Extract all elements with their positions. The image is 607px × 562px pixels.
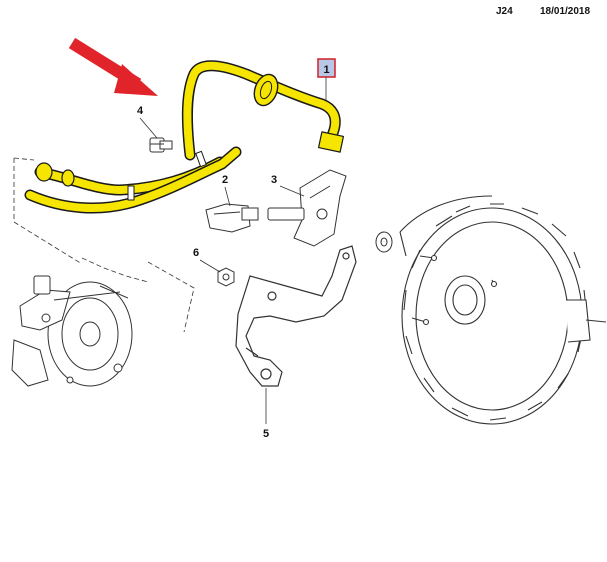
callout-1[interactable]: 1: [317, 58, 336, 100]
callout-4[interactable]: 4: [137, 105, 158, 139]
brake-booster: [399, 195, 607, 425]
sensor-part-2: [205, 203, 259, 233]
callout-2[interactable]: 2: [222, 174, 231, 207]
svg-text:6: 6: [193, 247, 199, 259]
svg-text:4: 4: [137, 105, 144, 117]
nut-part-6: [217, 267, 235, 287]
valve-bracket-part-3: [267, 169, 347, 247]
callout-5[interactable]: 5: [263, 388, 269, 440]
vacuum-pump: [11, 275, 133, 387]
bracket-part-5: [235, 245, 357, 387]
svg-text:3: 3: [271, 174, 277, 186]
pump-assembly-outline: [13, 157, 195, 333]
vacuum-hose: [24, 60, 345, 214]
diagram-ref: J24: [496, 6, 513, 17]
clip-part-4: [149, 137, 173, 153]
svg-text:5: 5: [263, 428, 269, 440]
red-arrow-icon: [68, 37, 158, 96]
callout-6[interactable]: 6: [193, 247, 221, 273]
gasket: [375, 231, 393, 253]
svg-text:2: 2: [222, 174, 228, 186]
diagram-date: 18/01/2018: [540, 6, 591, 17]
svg-text:1: 1: [323, 64, 329, 76]
callout-3[interactable]: 3: [271, 174, 305, 197]
